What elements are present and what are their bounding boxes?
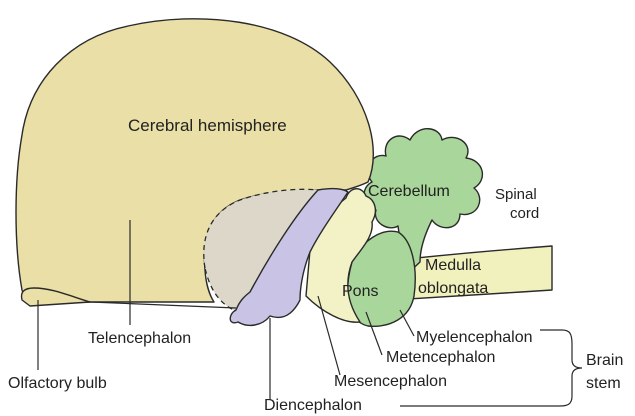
medulla-label-line2: oblongata [418,280,488,297]
brain-stem-label-line2: stem [586,375,621,392]
myelencephalon-label: Myelencephalon [416,329,533,346]
mesencephalon-label: Mesencephalon [334,373,447,390]
telencephalon-label: Telencephalon [88,330,191,347]
olfactory-bulb-label: Olfactory bulb [8,375,107,392]
pons-label: Pons [342,283,378,300]
diencephalon-label: Diencephalon [264,397,362,414]
brain-stem-label-line1: Brain [586,352,623,369]
cerebellum-label: Cerebellum [368,183,450,200]
ventral-contour-line [90,302,236,308]
spinal-cord-label-line1: Spinal [495,186,537,203]
myelencephalon-leader [400,310,414,336]
spinal-cord-label-line2: cord [510,205,539,222]
medulla-label-line1: Medulla [425,257,481,274]
spinal-cord-label: Spinal cord [495,186,541,222]
brain-stem-label: Brain stem [586,352,628,392]
metencephalon-label: Metencephalon [386,349,495,366]
cerebral-hemisphere-label: Cerebral hemisphere [128,116,287,135]
